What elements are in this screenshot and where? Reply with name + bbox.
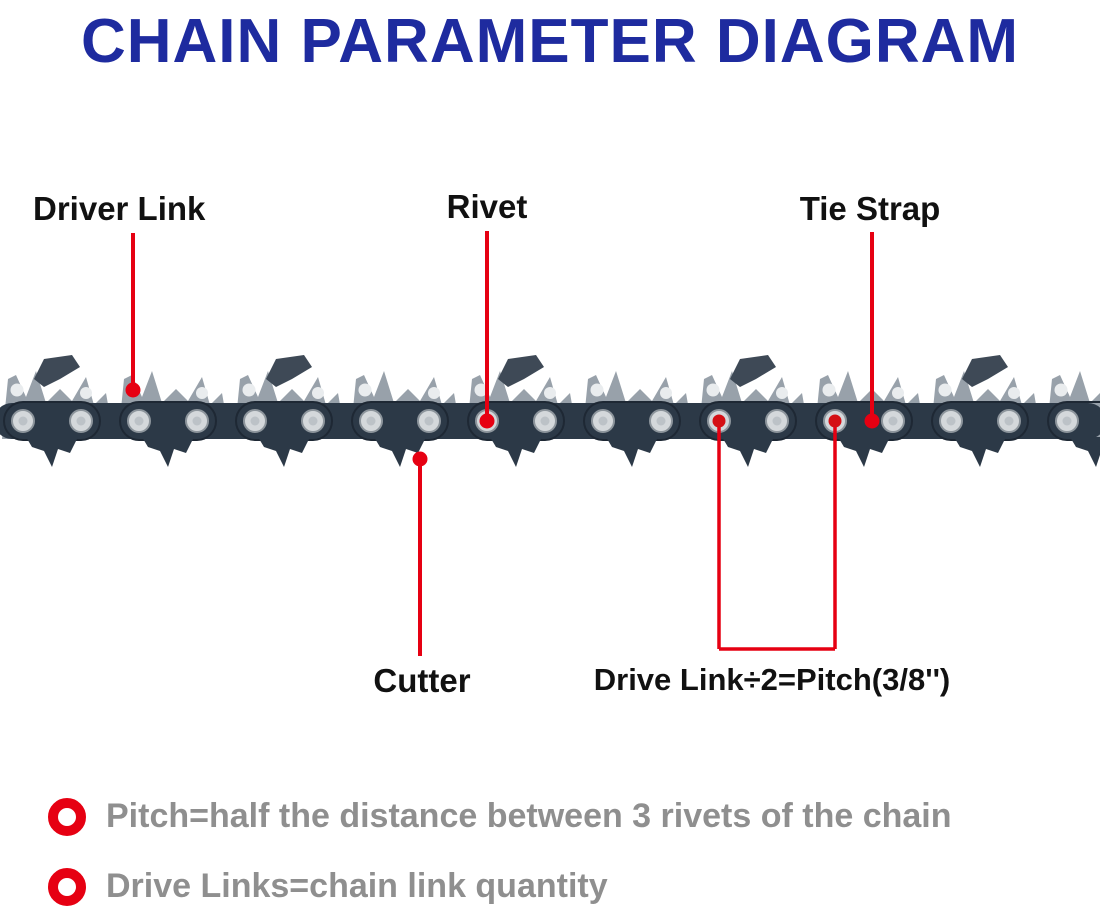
callout-rivet-label: Rivet [446,188,528,225]
callout-pitch-formula-label: Drive Link÷2=Pitch(3/8'') [593,662,951,697]
bullet-ring-icon [48,797,86,836]
bullet-ring-icon [48,867,86,906]
note-text-drive-links: Drive Links=chain link quantity [106,867,608,905]
note-row-pitch: Pitch=half the distance between 3 rivets… [48,797,952,836]
note-text-pitch: Pitch=half the distance between 3 rivets… [106,797,952,835]
callout-driver-link-label: Driver Link [33,190,206,227]
callout-cutter-label: Cutter [373,662,471,699]
page-title: CHAIN PARAMETER DIAGRAM [80,7,1020,76]
chain-illustration [0,355,1100,467]
callout-tie-strap-label: Tie Strap [799,190,941,227]
chain-drive-links [26,437,1100,467]
note-row-drive-links: Drive Links=chain link quantity [48,867,608,906]
